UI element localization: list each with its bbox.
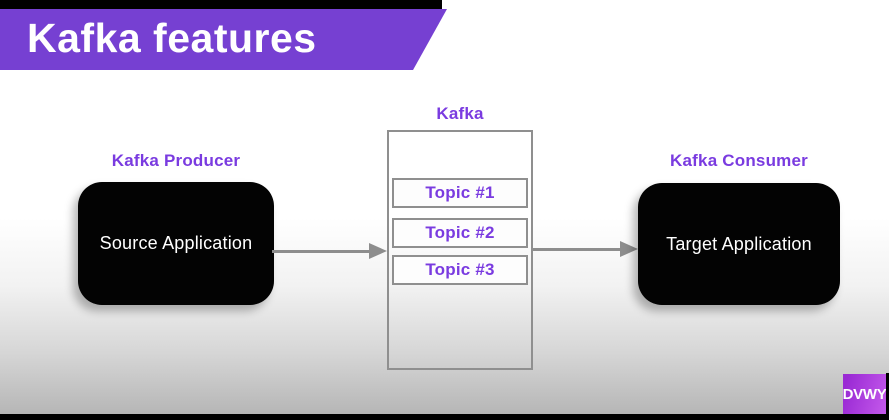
topic-3-box: Topic #3 xyxy=(392,255,528,285)
topic-2-label: Topic #2 xyxy=(425,223,495,242)
page-title: Kafka features xyxy=(27,15,317,61)
source-application-label: Source Application xyxy=(99,233,253,253)
producer-to-kafka-arrow xyxy=(272,243,388,260)
watermark-badge: DVWY xyxy=(843,374,887,415)
topic-1-label: Topic #1 xyxy=(425,183,495,202)
target-application-box: Target Application xyxy=(638,183,840,305)
consumer-label: Kafka Consumer xyxy=(670,151,808,170)
bottom-letterbox-bar xyxy=(0,414,889,420)
producer-label: Kafka Producer xyxy=(111,151,241,170)
top-letterbox-bar xyxy=(0,0,442,9)
arrow-line xyxy=(272,250,372,253)
kafka-label: Kafka xyxy=(436,104,484,123)
topic-1-box: Topic #1 xyxy=(392,178,528,208)
kafka-to-consumer-arrow xyxy=(533,241,639,258)
kafka-container-box xyxy=(387,130,533,370)
arrow-head-icon xyxy=(620,241,638,257)
right-letterbox-strip xyxy=(886,373,889,420)
topic-2-box: Topic #2 xyxy=(392,218,528,248)
source-application-box: Source Application xyxy=(78,182,274,305)
topic-3-label: Topic #3 xyxy=(425,260,495,279)
target-application-label: Target Application xyxy=(666,233,812,254)
arrow-head-icon xyxy=(369,243,387,259)
title-banner: Kafka features xyxy=(0,9,447,70)
arrow-line xyxy=(533,248,623,251)
